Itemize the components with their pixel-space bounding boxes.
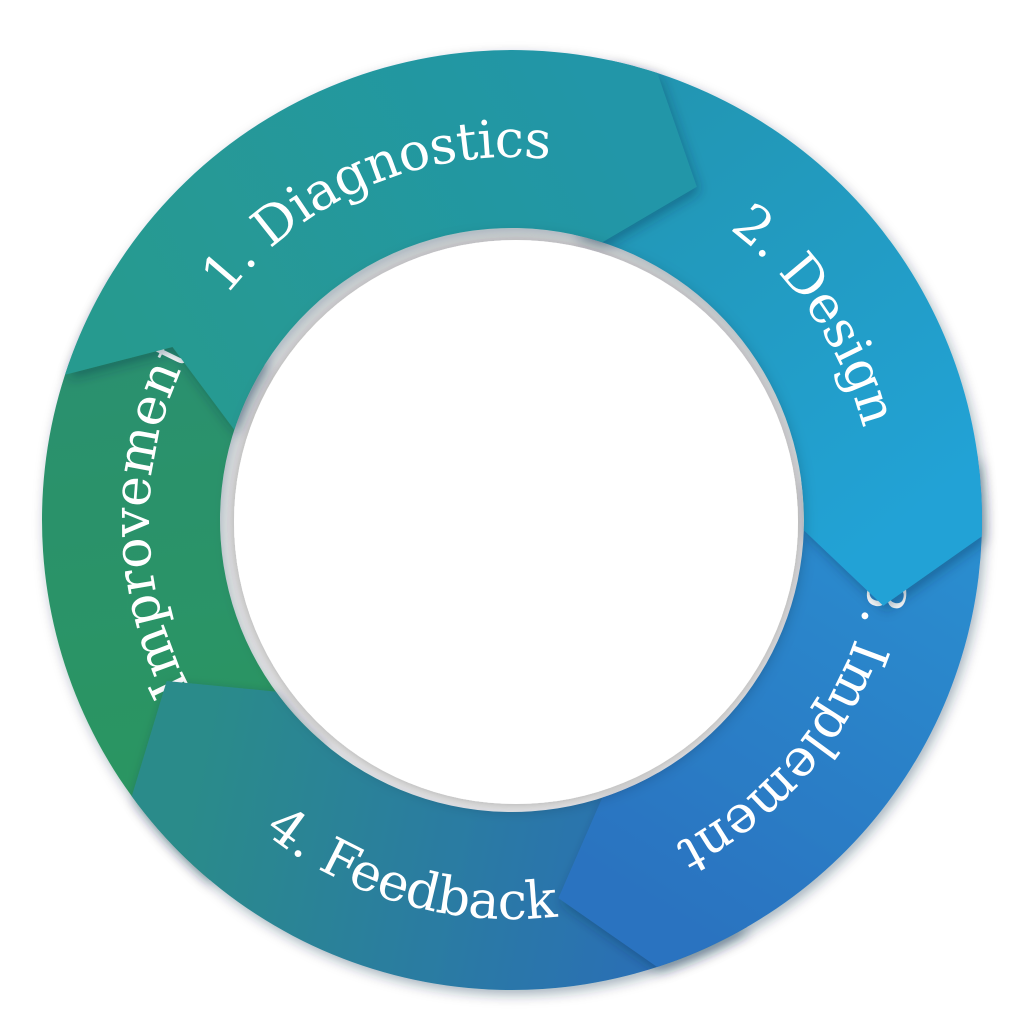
center-hole bbox=[234, 240, 798, 804]
stage-diagnostics-arrow bbox=[65, 49, 697, 430]
